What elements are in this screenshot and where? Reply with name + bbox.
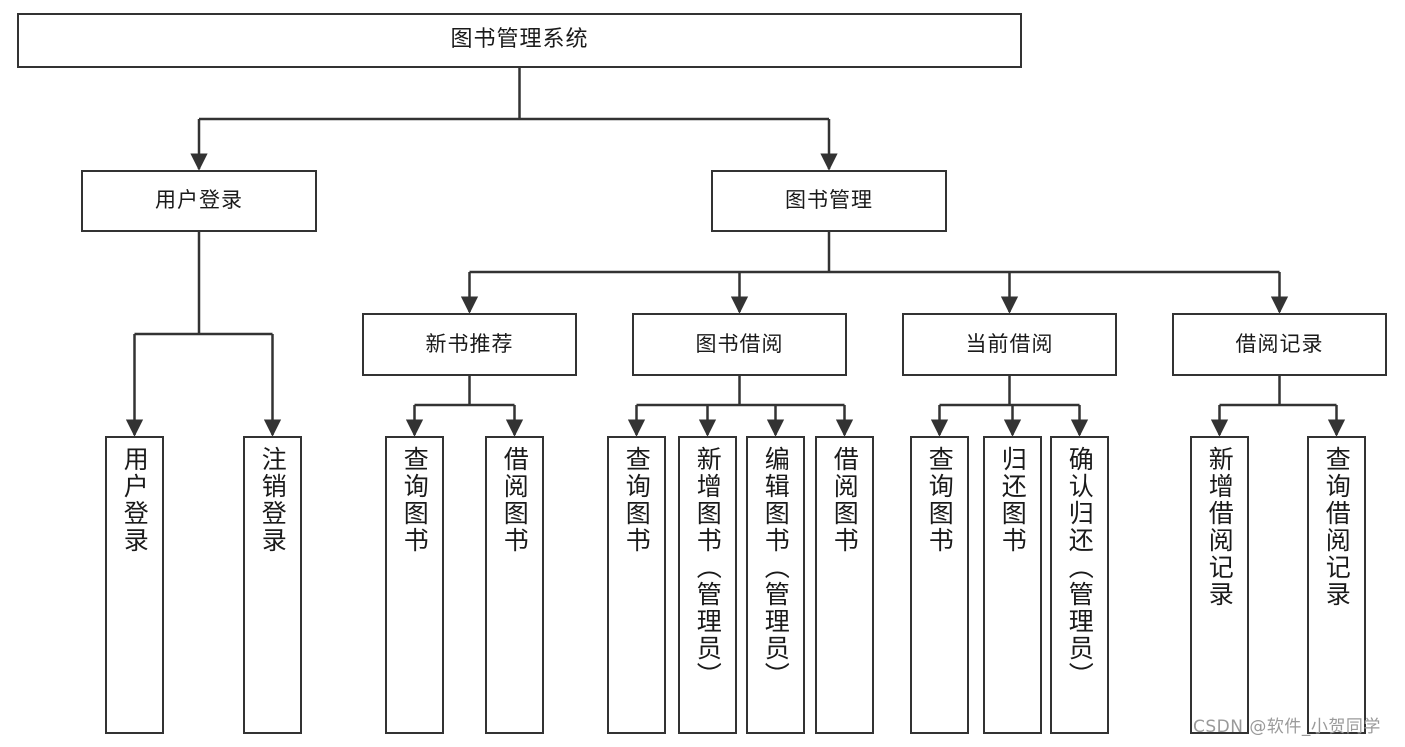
node-label: 借阅图书 [500, 446, 530, 554]
node-leaf_cb_confirm[interactable]: 确认归还（管理员） [1050, 436, 1109, 734]
node-label: 图书管理系统 [450, 27, 589, 53]
node-book_manage[interactable]: 图书管理 [711, 170, 947, 232]
node-leaf_br_query[interactable]: 查询借阅记录 [1307, 436, 1366, 734]
node-leaf_cb_query[interactable]: 查询图书 [910, 436, 969, 734]
node-leaf_user_logout[interactable]: 注销登录 [243, 436, 302, 734]
node-book_borrow[interactable]: 图书借阅 [632, 313, 847, 376]
node-leaf_bb_edit[interactable]: 编辑图书（管理员） [746, 436, 805, 734]
node-label: 查询图书 [622, 446, 652, 554]
node-label: 新书推荐 [425, 331, 514, 356]
node-label: 借阅图书 [830, 446, 860, 554]
node-borrow_record[interactable]: 借阅记录 [1172, 313, 1387, 376]
node-label: 新增图书（管理员） [693, 446, 723, 689]
node-label: 图书管理 [785, 188, 873, 213]
node-label: 确认归还（管理员） [1065, 446, 1095, 689]
node-label: 图书借阅 [695, 331, 784, 356]
node-leaf_cb_return[interactable]: 归还图书 [983, 436, 1042, 734]
node-root[interactable]: 图书管理系统 [17, 13, 1022, 68]
node-new_book_rec[interactable]: 新书推荐 [362, 313, 577, 376]
node-label: 编辑图书（管理员） [761, 446, 791, 689]
node-label: 归还图书 [998, 446, 1028, 554]
node-label: 注销登录 [258, 446, 288, 554]
node-leaf_bb_add[interactable]: 新增图书（管理员） [678, 436, 737, 734]
node-label: 用户登录 [155, 188, 243, 213]
node-label: 当前借阅 [965, 331, 1054, 356]
node-label: 查询图书 [400, 446, 430, 554]
node-label: 用户登录 [120, 446, 150, 554]
node-leaf_user_login[interactable]: 用户登录 [105, 436, 164, 734]
node-label: 查询借阅记录 [1322, 446, 1352, 608]
node-leaf_nbr_query[interactable]: 查询图书 [385, 436, 444, 734]
node-leaf_nbr_borrow[interactable]: 借阅图书 [485, 436, 544, 734]
node-label: 查询图书 [925, 446, 955, 554]
node-leaf_bb_query[interactable]: 查询图书 [607, 436, 666, 734]
node-leaf_br_add[interactable]: 新增借阅记录 [1190, 436, 1249, 734]
node-label: 新增借阅记录 [1205, 446, 1235, 608]
node-label: 借阅记录 [1235, 331, 1324, 356]
node-cur_borrow[interactable]: 当前借阅 [902, 313, 1117, 376]
node-leaf_bb_borrow[interactable]: 借阅图书 [815, 436, 874, 734]
node-user_login[interactable]: 用户登录 [81, 170, 317, 232]
